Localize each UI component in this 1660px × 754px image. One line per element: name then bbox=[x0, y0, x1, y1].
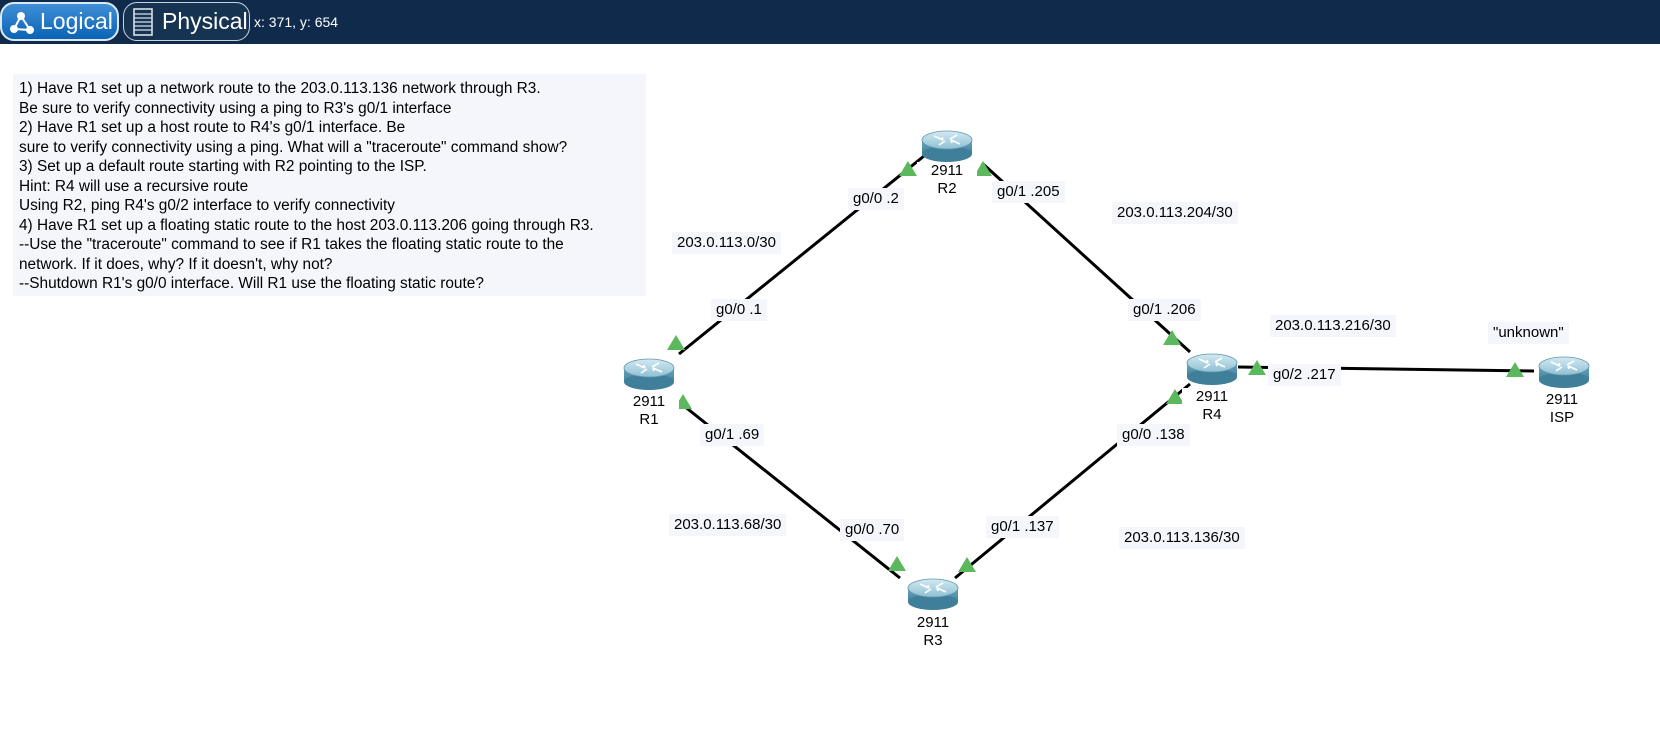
workspace-toolbar: Logical Physical x: 371, y: 654 bbox=[0, 0, 1660, 44]
interface-label: g0/1 .206 bbox=[1128, 299, 1201, 321]
router-r4-icon[interactable] bbox=[1186, 353, 1238, 386]
network-label[interactable]: 203.0.113.68/30 bbox=[669, 514, 787, 536]
interface-label: g0/0 .1 bbox=[711, 299, 767, 321]
interface-label: g0/0 .2 bbox=[848, 188, 904, 210]
instruction-line: 4) Have R1 set up a floating static rout… bbox=[19, 216, 594, 234]
interface-label: g0/1 .69 bbox=[700, 424, 765, 446]
network-label[interactable]: 203.0.113.216/30 bbox=[1270, 315, 1396, 337]
device-label-r2: 2911 R2 bbox=[917, 162, 977, 198]
router-r2-icon[interactable] bbox=[921, 130, 973, 163]
network-nodes-icon bbox=[10, 11, 34, 34]
logical-view-button[interactable]: Logical bbox=[0, 2, 119, 41]
interface-label: g0/1 .205 bbox=[992, 181, 1065, 203]
device-model: 2911 bbox=[632, 393, 666, 410]
isp-note[interactable]: "unknown" bbox=[1488, 322, 1569, 344]
link-up-indicator bbox=[1248, 360, 1266, 375]
router-r1-icon[interactable] bbox=[623, 358, 675, 391]
cursor-coordinates: x: 371, y: 654 bbox=[254, 14, 339, 30]
instruction-line: --Use the "traceroute" command to see if… bbox=[19, 236, 564, 253]
network-label[interactable]: 203.0.113.0/30 bbox=[672, 232, 781, 254]
device-name: R2 bbox=[937, 180, 957, 197]
device-model: 2911 bbox=[1545, 391, 1579, 408]
link-up-indicator bbox=[974, 161, 992, 176]
device-model: 2911 bbox=[916, 614, 950, 631]
link-r1-r2[interactable] bbox=[678, 154, 925, 356]
instruction-line: Using R2, ping R4's g0/2 interface to ve… bbox=[19, 197, 395, 214]
physical-view-label: Physical bbox=[162, 8, 248, 34]
rack-icon bbox=[133, 7, 153, 36]
device-label-isp: 2911 ISP bbox=[1532, 391, 1592, 427]
instruction-line: 1) Have R1 set up a network route to the… bbox=[19, 80, 541, 97]
router-r3-icon[interactable] bbox=[907, 578, 959, 611]
logical-view-label: Logical bbox=[40, 8, 113, 34]
interface-label: g0/1 .137 bbox=[986, 516, 1059, 538]
network-label[interactable]: 203.0.113.136/30 bbox=[1119, 527, 1245, 549]
link-up-indicator bbox=[899, 161, 917, 176]
device-name: R3 bbox=[923, 632, 943, 649]
instruction-line: Be sure to verify connectivity using a p… bbox=[19, 99, 452, 117]
device-label-r4: 2911 R4 bbox=[1182, 388, 1242, 424]
device-name: R4 bbox=[1202, 406, 1222, 423]
instructions-note[interactable]: 1) Have R1 set up a network route to the… bbox=[13, 74, 646, 296]
device-label-r3: 2911 R3 bbox=[903, 614, 963, 650]
instruction-line: 3) Set up a default route starting with … bbox=[19, 158, 427, 175]
link-up-indicator bbox=[667, 335, 685, 350]
instruction-line: network. If it does, why? If it doesn't,… bbox=[19, 255, 333, 273]
physical-view-button[interactable]: Physical bbox=[123, 2, 250, 41]
device-name: R1 bbox=[639, 411, 659, 428]
link-r3-r4[interactable] bbox=[954, 382, 1191, 580]
link-up-indicator bbox=[1163, 330, 1181, 345]
link-up-indicator bbox=[888, 556, 906, 571]
instruction-line: --Shutdown R1's g0/0 interface. Will R1 … bbox=[19, 275, 484, 292]
device-model: 2911 bbox=[930, 162, 964, 179]
interface-label: g0/2 .217 bbox=[1268, 364, 1341, 386]
device-label-r1: 2911 R1 bbox=[619, 393, 679, 429]
instruction-line: 2) Have R1 set up a host route to R4's g… bbox=[19, 119, 406, 136]
link-up-indicator bbox=[1166, 389, 1184, 404]
network-label[interactable]: 203.0.113.204/30 bbox=[1112, 202, 1238, 224]
device-model: 2911 bbox=[1195, 388, 1229, 405]
router-isp-icon[interactable] bbox=[1538, 356, 1590, 389]
link-up-indicator bbox=[1506, 362, 1524, 377]
instruction-line: Hint: R4 will use a recursive route bbox=[19, 177, 249, 195]
interface-label: g0/0 .138 bbox=[1117, 424, 1190, 446]
interface-label: g0/0 .70 bbox=[840, 519, 905, 541]
link-up-indicator bbox=[958, 557, 976, 572]
instruction-line: sure to verify connectivity using a ping… bbox=[19, 138, 568, 156]
device-name: ISP bbox=[1549, 409, 1575, 426]
